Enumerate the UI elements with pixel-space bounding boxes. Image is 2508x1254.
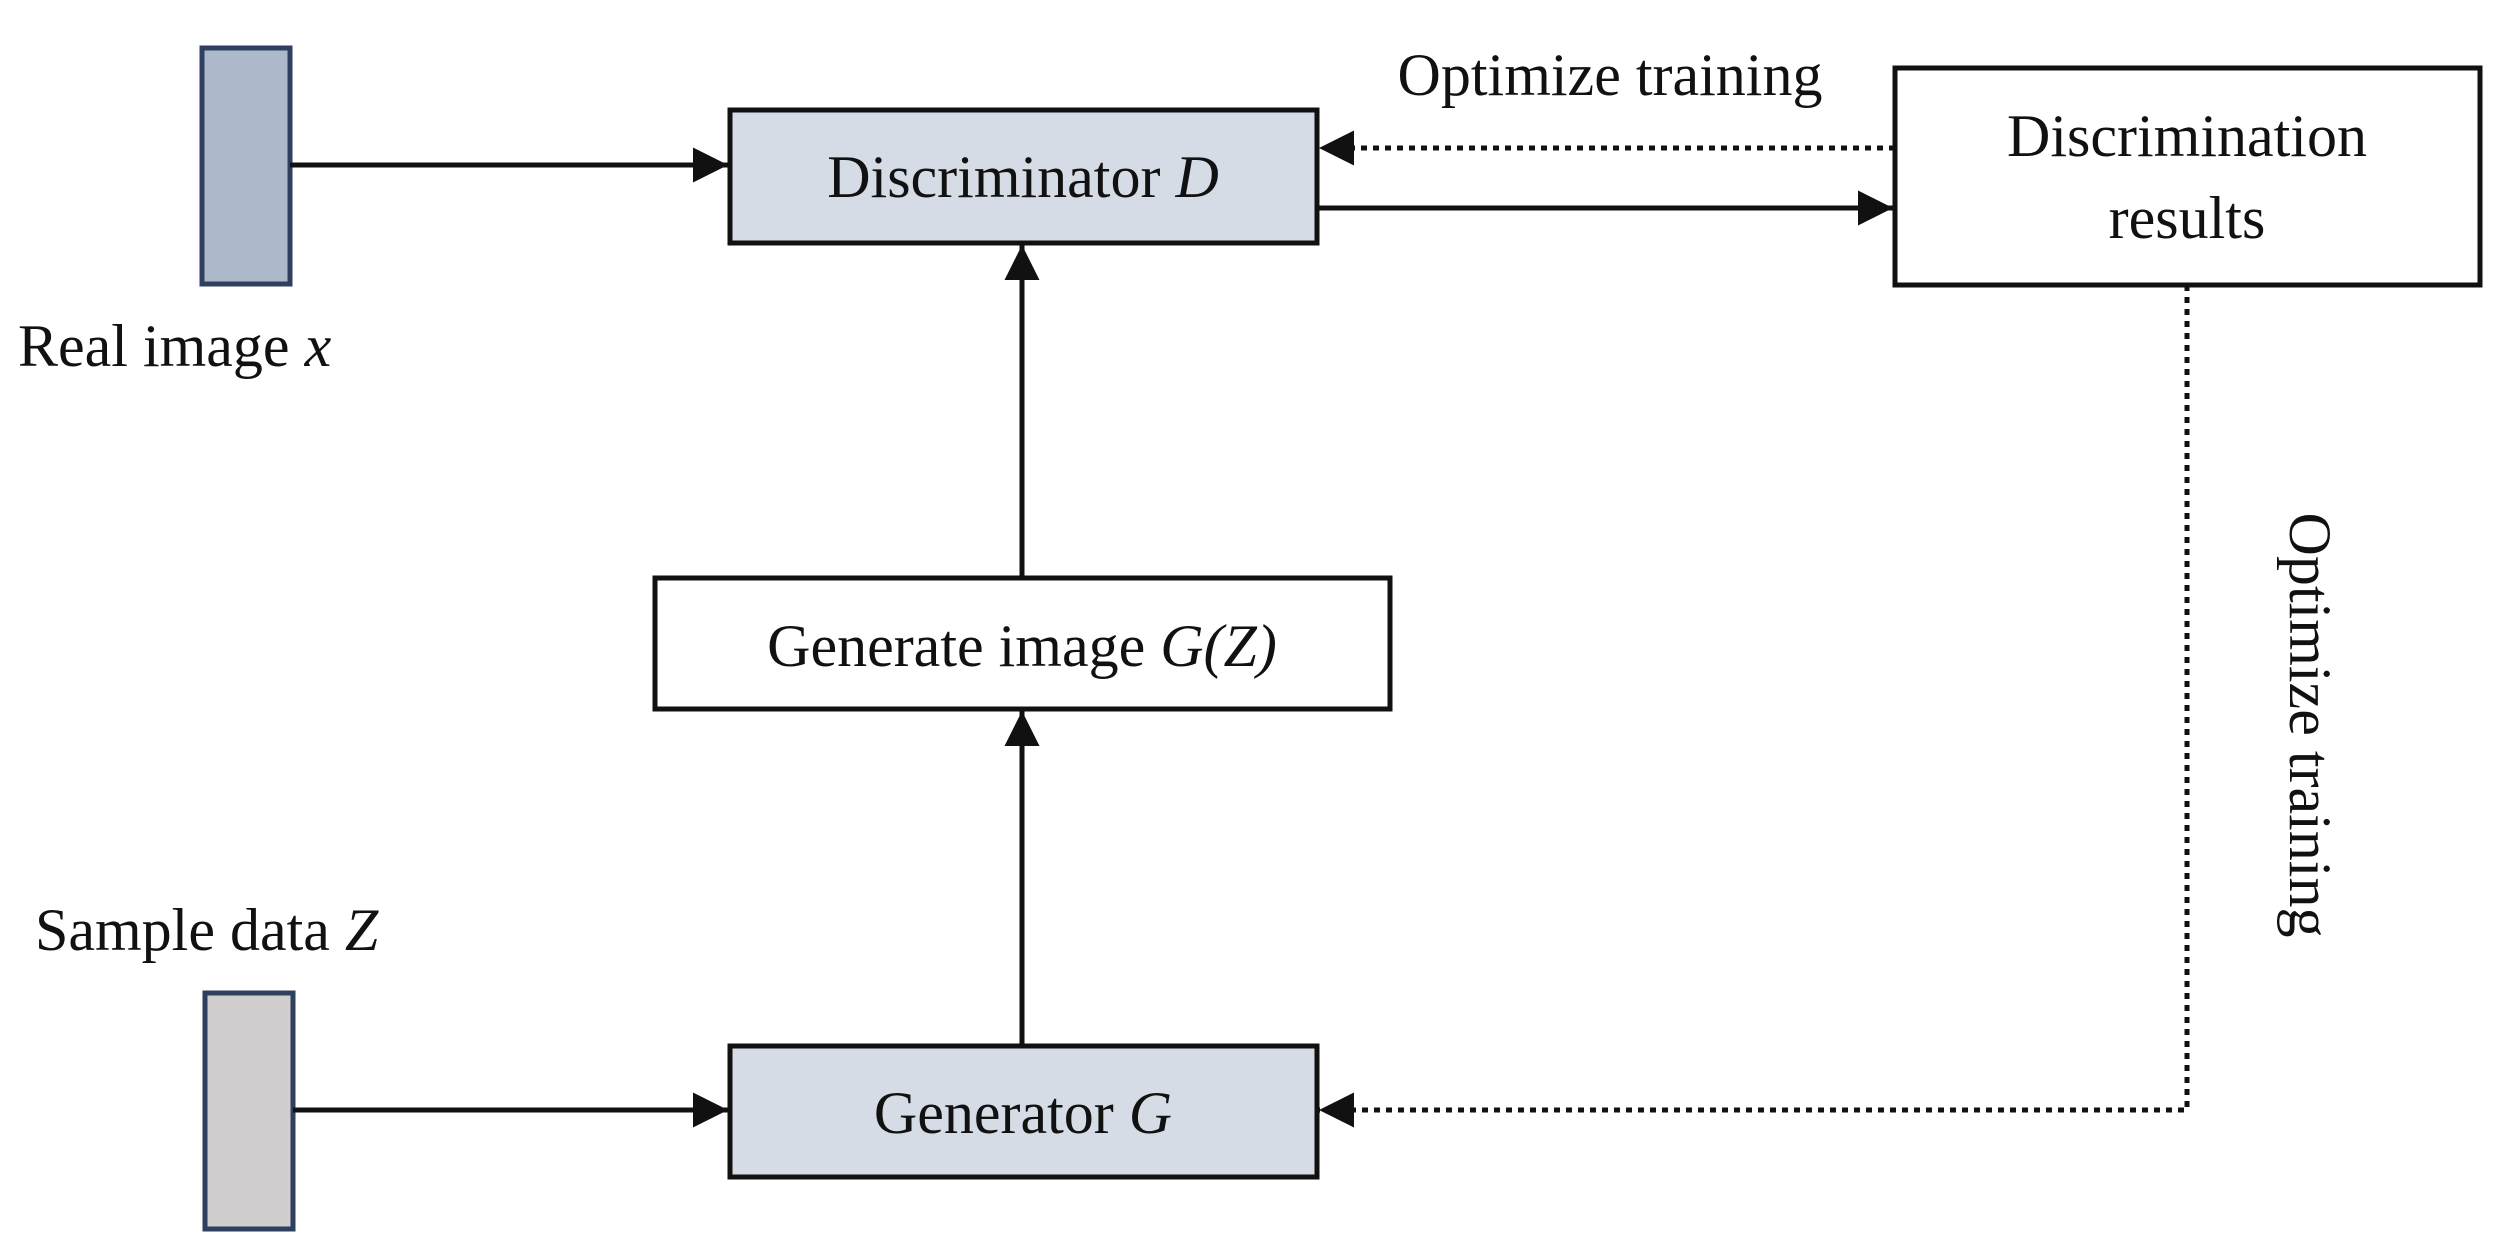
discriminator-box [727,107,1320,246]
discrimination-results-label-line2: results [2109,185,2266,251]
edge-results-to-generator [1319,285,2190,1128]
real-image-bar [199,45,293,287]
discrimination-results-label-line1: Discrimination [2007,103,2367,169]
optimize-training-label-vertical: Optimize training [2277,513,2343,938]
generator-label: Generator G [874,1080,1172,1146]
sample-data-label: Sample data Z [35,897,379,963]
discriminator-label: Discriminator D [827,144,1219,210]
sample-data-bar [202,990,296,1232]
generated-image-box [652,575,1393,712]
discrimination-results-box [1892,65,2483,288]
real-image-label: Real image x [18,313,332,379]
optimize-training-label-top: Optimize training [1398,42,1823,108]
generated-image-label: Generate image G(Z) [767,613,1277,679]
